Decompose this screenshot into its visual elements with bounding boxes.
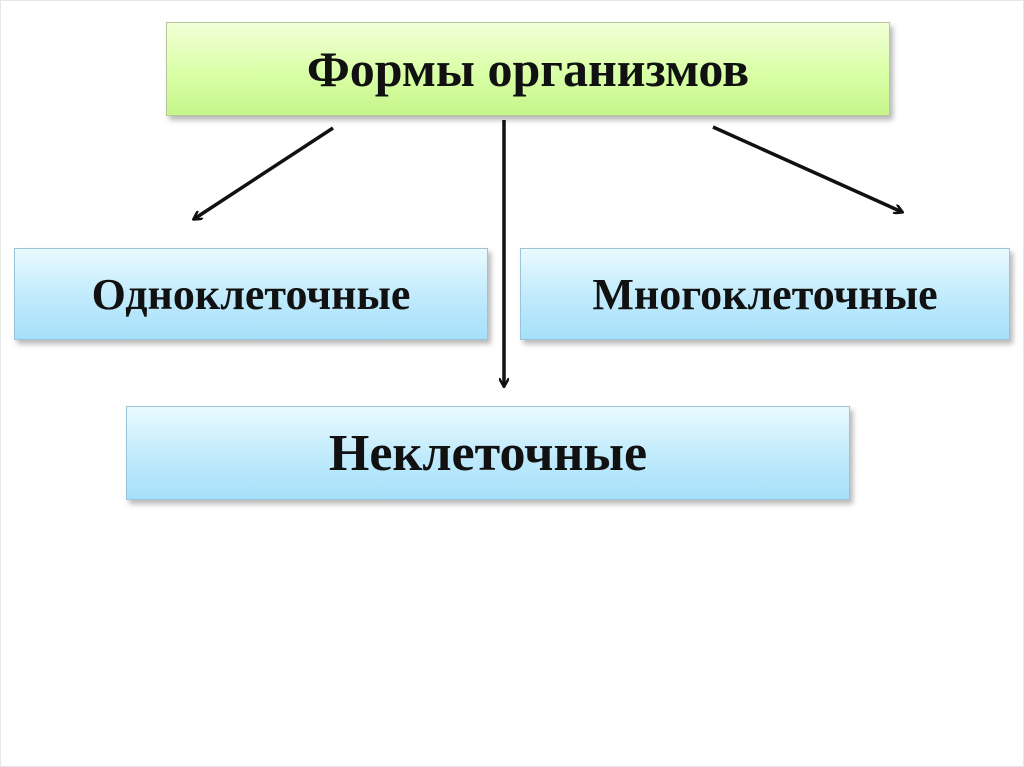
multicellular-node-label: Многоклеточные <box>592 269 938 319</box>
unicellular-node-box: Одноклеточные <box>14 248 488 340</box>
unicellular-node-label: Одноклеточные <box>91 269 411 319</box>
root-node-box: Формы организмов <box>166 22 890 116</box>
arrow-to-unicellular <box>194 126 334 219</box>
root-node-label: Формы организмов <box>306 41 750 97</box>
multicellular-node-box: Многоклеточные <box>520 248 1010 340</box>
arrow-to-multicellular <box>712 125 902 212</box>
noncellular-node-box: Неклеточные <box>126 406 850 500</box>
noncellular-node-label: Неклеточные <box>328 424 648 482</box>
